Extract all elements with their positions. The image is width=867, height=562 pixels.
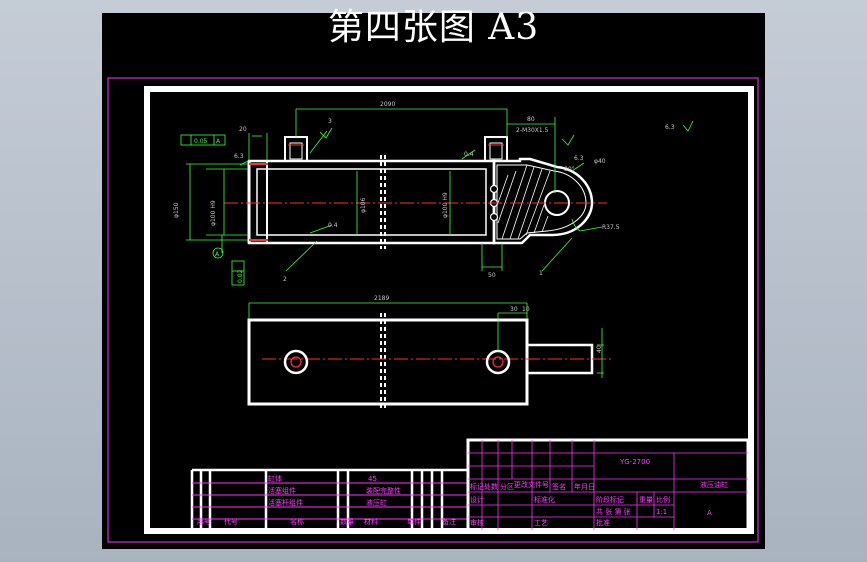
- tb-approve-label: 批准: [596, 518, 610, 527]
- dim-outer: φ150: [173, 202, 180, 218]
- part-number-2: 2: [283, 276, 287, 283]
- dim-radius: R37.5: [602, 224, 620, 231]
- tb-row-label-2: 处数: [484, 482, 498, 491]
- bom-header-remark: 备注: [442, 517, 456, 526]
- tb-scale-value: 1:1: [656, 508, 667, 516]
- port-circle-left: [283, 349, 309, 375]
- dim-stub-view2: 10: [522, 306, 530, 313]
- dim-inner: φ106: [360, 197, 367, 213]
- bom-left-label-3: 活塞杆组件: [268, 498, 303, 507]
- cad-viewport[interactable]: 2090 80 2-M30X1.5 6.3 20 3 2 1 0.05 A 0.…: [102, 13, 765, 549]
- bom-left-label-2: 活塞组件: [268, 486, 296, 495]
- dim-small-left: 20: [239, 126, 247, 133]
- bom-mid-label-2: 装配完整性: [366, 486, 401, 495]
- bom-header-unit: 单件: [407, 517, 421, 526]
- tolerance-frame-1: 0.05: [194, 138, 208, 145]
- top-view: 2189 30 10 40: [247, 295, 612, 411]
- part-number-3: 3: [328, 118, 332, 125]
- barrel-outer: [247, 159, 496, 245]
- rod-eye: [492, 157, 594, 245]
- barrel-inner: [256, 168, 487, 236]
- dim-right-view2: 30: [510, 306, 518, 313]
- dim-rod-eye-offset: 80: [527, 116, 535, 123]
- title-block: YG-2700 液压油缸 标记 处数 分区 更改文件号 签名 年月日 设计 标准…: [466, 438, 750, 532]
- bom-mid-label-1: 45: [368, 475, 377, 483]
- bom-header-qty: 数量: [340, 517, 354, 526]
- datum-label: A: [215, 251, 220, 258]
- tb-stage-label: 阶段标记: [596, 495, 624, 504]
- bom-header-code: 代号: [224, 517, 238, 526]
- dim-pin: φ40: [594, 158, 606, 165]
- bom-mid-label-3: 液压缸: [366, 498, 387, 507]
- section-view: 2090 80 2-M30X1.5 6.3 20 3 2 1 0.05 A 0.…: [173, 101, 694, 286]
- roughness-inner: 0.4: [328, 222, 338, 229]
- tb-design-label: 设计: [470, 495, 484, 504]
- tolerance-frame-2: 0.02: [237, 269, 244, 283]
- port-right: [484, 136, 508, 162]
- roughness-top: 0.4: [464, 151, 474, 158]
- page-title: 第四张图 A3: [327, 7, 540, 48]
- dim-height-view2: 40: [596, 345, 603, 353]
- dim-side-bottom: 50: [488, 272, 496, 279]
- dim-bore: φ100 H9: [210, 200, 217, 226]
- part-number-1: 1: [539, 270, 543, 277]
- tb-row-label-4: 更改文件号: [514, 480, 549, 489]
- tb-row-label-6: 年月日: [574, 482, 595, 491]
- company-name: 液压油缸: [700, 480, 728, 489]
- tb-standardization-label: 标准化: [534, 495, 555, 504]
- tb-row-label-5: 签名: [552, 482, 566, 491]
- tb-row-label-1: 标记: [470, 482, 484, 491]
- drawing-number: YG-2700: [619, 458, 650, 466]
- dim-angle: 30°: [564, 166, 575, 173]
- bom-table: 缸体 活塞组件 活塞杆组件 45 装配完整性 液压缸 序号 代号 名称 数量 材…: [190, 468, 467, 528]
- port-circle-right: [485, 349, 511, 375]
- surface-finish-port-right: 6.3: [574, 155, 584, 162]
- drawing-canvas: 2090 80 2-M30X1.5 6.3 20 3 2 1 0.05 A 0.…: [107, 77, 759, 543]
- tb-weight-label: 重量: [639, 496, 653, 504]
- bom-header-material: 材料: [364, 517, 378, 526]
- tb-scale-label: 比例: [656, 495, 670, 504]
- tb-sheet-info: 共 张 第 张: [596, 507, 631, 516]
- bom-header-seq: 序号: [197, 517, 211, 526]
- dim-total-length-view2: 2189: [374, 295, 389, 302]
- tb-process-label: 工艺: [534, 519, 548, 527]
- tb-row-label-3: 分区: [500, 482, 514, 491]
- dim-cylinder-length: 2090: [380, 101, 395, 108]
- viewport-frame: [107, 77, 759, 543]
- thread-callout: 2-M30X1.5: [516, 127, 549, 134]
- drawing-border: [144, 86, 754, 534]
- tb-sheet-code: A: [707, 509, 712, 517]
- bom-header-name: 名称: [290, 517, 304, 526]
- surface-finish-port-left: 6.3: [234, 153, 244, 160]
- tolerance-frame-datum: A: [216, 138, 221, 145]
- dim-bore-right: φ100 H9: [442, 192, 449, 218]
- bom-left-label-1: 缸体: [268, 474, 282, 483]
- surface-finish-main: 6.3: [665, 124, 675, 131]
- tb-review-label: 审核: [470, 518, 484, 527]
- port-left: [284, 136, 308, 162]
